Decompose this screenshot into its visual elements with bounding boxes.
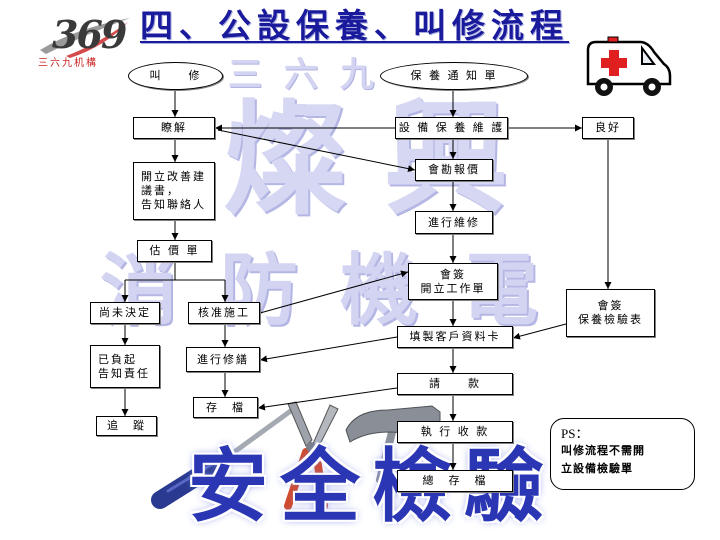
node-label: 總 存 檔 bbox=[422, 474, 488, 487]
node-survey-quote: 會勘報價 bbox=[415, 159, 493, 181]
screwdriver-grip bbox=[166, 461, 216, 493]
pliers-jaw-right bbox=[311, 404, 339, 449]
ambulance-light bbox=[607, 36, 619, 43]
node-label: 追 蹤 bbox=[107, 419, 146, 432]
company-logo: 369 三六九机構 bbox=[36, 8, 132, 74]
screwdriver-handle bbox=[151, 452, 231, 509]
node-label: 存 檔 bbox=[206, 400, 245, 414]
arrow-payment-request-to-file bbox=[257, 387, 398, 411]
screwdriver-shaft bbox=[223, 407, 295, 461]
node-label-line: 開立工作單 bbox=[420, 281, 486, 295]
node-maintenance-notice: 保 養 通 知 單 bbox=[380, 62, 528, 90]
logo-swoosh-gray bbox=[40, 18, 130, 54]
slide-title: 四、公設保養、叫修流程 bbox=[140, 6, 569, 45]
pliers-jaw-left bbox=[287, 401, 313, 447]
ps-note: PS： 叫修流程不需開 立設備檢驗單 bbox=[550, 418, 695, 490]
node-perform-maintenance: 進行維修 bbox=[415, 211, 493, 234]
hammer-handle bbox=[376, 428, 396, 484]
node-sign-work-order: 會簽 開立工作單 bbox=[408, 263, 498, 300]
node-request-payment: 請 款 bbox=[397, 373, 513, 395]
red-cross-icon bbox=[601, 50, 627, 76]
note-line: 叫修流程不需開 bbox=[561, 444, 645, 457]
node-label: 進行維修 bbox=[428, 215, 480, 229]
node-file: 存 檔 bbox=[193, 397, 258, 418]
node-label: 設 備 保 養 維 護 bbox=[398, 121, 505, 134]
node-follow-up: 追 蹤 bbox=[96, 416, 157, 436]
node-label: 叫 修 bbox=[149, 69, 202, 82]
node-label: 良好 bbox=[595, 121, 621, 134]
node-customer-record-card: 填製客戶資料卡 bbox=[397, 326, 513, 348]
note-line: 立設備檢驗單 bbox=[561, 462, 633, 475]
node-label-line: 議書， bbox=[141, 184, 180, 197]
node-label-line: 會簽 bbox=[440, 267, 466, 281]
node-good-condition: 良好 bbox=[582, 117, 634, 139]
pliers-pivot bbox=[306, 442, 316, 452]
node-label-line: 告知責任 bbox=[98, 366, 150, 380]
node-label-line: 保養檢驗表 bbox=[578, 313, 643, 326]
node-understand: 瞭解 bbox=[133, 117, 215, 139]
node-label: 尚未決定 bbox=[99, 306, 151, 319]
logo-name: 三六九机構 bbox=[38, 58, 98, 69]
node-label: 請 款 bbox=[429, 377, 481, 390]
arrow-record-card-to-repair bbox=[259, 336, 398, 363]
node-master-archive: 總 存 檔 bbox=[397, 470, 513, 492]
node-notified: 已負起 告知責任 bbox=[90, 345, 160, 388]
arrow-understand-to-survey-quote bbox=[217, 129, 416, 173]
node-label: 估 價 單 bbox=[149, 244, 200, 257]
node-repair-call: 叫 修 bbox=[128, 62, 223, 90]
node-label-line: 已負起 bbox=[98, 352, 137, 366]
pliers-handle-left bbox=[284, 448, 310, 510]
logo-swoosh-icon bbox=[40, 18, 130, 58]
node-sign-inspection-form: 會簽 保養檢驗表 bbox=[566, 289, 655, 337]
node-undecided: 尚未決定 bbox=[90, 302, 160, 324]
ambulance-body bbox=[586, 40, 672, 86]
note-heading: PS： bbox=[561, 426, 589, 441]
node-approved: 核准施工 bbox=[188, 302, 260, 324]
node-label: 進行修繕 bbox=[197, 352, 249, 366]
node-label-line: 開立改善建 bbox=[141, 170, 206, 183]
screwdriver-icon bbox=[151, 407, 295, 509]
logo-swoosh-red bbox=[66, 22, 128, 58]
node-label: 執 行 收 款 bbox=[420, 425, 490, 438]
node-label: 會勘報價 bbox=[428, 163, 480, 176]
node-equipment-maintenance: 設 備 保 養 維 護 bbox=[395, 117, 508, 139]
arrow-approved-to-work-order bbox=[259, 270, 409, 314]
node-collect-payment: 執 行 收 款 bbox=[397, 421, 513, 443]
node-quotation: 估 價 單 bbox=[137, 240, 212, 262]
node-label-line: 會簽 bbox=[597, 299, 624, 312]
node-label: 填製客戶資料卡 bbox=[409, 330, 501, 343]
node-label-line: 告知聯絡人 bbox=[141, 198, 206, 211]
arrow-inspection-form-to-record-card bbox=[512, 323, 567, 340]
node-label: 保 養 通 知 單 bbox=[410, 69, 498, 82]
ambulance-icon bbox=[586, 36, 672, 96]
ambulance-hub-rear bbox=[600, 83, 608, 91]
ambulance-window bbox=[641, 45, 656, 65]
node-label: 瞭解 bbox=[161, 121, 187, 134]
logo-mark: 369 bbox=[52, 12, 127, 57]
pliers-handle-right bbox=[312, 448, 328, 510]
node-perform-repair: 進行修繕 bbox=[186, 347, 260, 372]
watermark-brand-small: 三六九 bbox=[228, 55, 396, 95]
node-label: 核准施工 bbox=[198, 306, 250, 319]
pliers-icon bbox=[284, 401, 339, 510]
connector-quotation-split bbox=[125, 262, 225, 281]
node-improvement-proposal: 開立改善建 議書， 告知聯絡人 bbox=[133, 162, 215, 220]
ambulance-hub-front bbox=[648, 83, 656, 91]
red-cross-horizontal bbox=[601, 58, 627, 68]
